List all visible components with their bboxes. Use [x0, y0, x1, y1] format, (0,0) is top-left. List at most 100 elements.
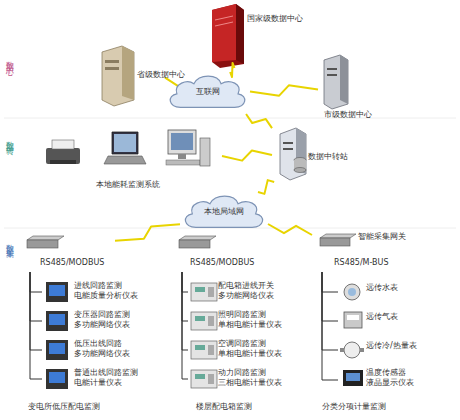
node-label: 照明回路监测 单相电能计量仪表: [218, 310, 302, 330]
bus-wire: [30, 272, 42, 350]
laptop-icon: [104, 132, 146, 164]
device-node: 变压器回路监测 多功能网络仪表: [42, 308, 168, 334]
device-node: RS485/MODBUS: [172, 234, 267, 272]
desktop-icon: [166, 130, 210, 166]
node-label: 空调回路监测 单相电能计量仪表: [218, 339, 302, 359]
bus-wire: [322, 272, 338, 321]
bus-wire: [182, 272, 188, 379]
device-node: 远传气表: [338, 308, 448, 334]
device-node: RS485/MODBUS: [20, 234, 115, 272]
bus-wire-line: [30, 272, 42, 321]
node-label: RS485/MODBUS: [40, 258, 112, 268]
bus-wire: [30, 272, 42, 292]
bus-wire-line: [182, 272, 188, 379]
node-label: RS485/MODBUS: [190, 258, 262, 268]
network-cloud: 互联网: [165, 72, 250, 114]
group-caption: 变电所低压配电监测: [28, 402, 100, 412]
device-node: 数据中转站: [272, 126, 367, 182]
group-caption: 楼层配电箱监测: [196, 402, 252, 412]
din-meter-icon: [191, 283, 217, 388]
bus-wire: [182, 272, 188, 292]
bus-wire-line: [182, 272, 188, 292]
bus-wire: [30, 272, 42, 379]
lightning-bolt: [250, 85, 318, 95]
node-label: 数据中转站: [308, 152, 366, 162]
tier-divider: [4, 118, 456, 119]
bus-wire-line: [182, 272, 188, 350]
node-label: 动力回路监测 三相电能计量仪表: [218, 368, 302, 388]
lightning-bolt: [115, 224, 180, 241]
node-label: 本地能耗监测系统: [96, 180, 196, 190]
bus-wire: [30, 272, 42, 321]
node-label: 配电箱进线开关 多功能网络仪表: [218, 281, 302, 301]
device-node: 进线回路监测 电能质量分析仪表: [42, 279, 168, 305]
device-node: 国家级数据中心: [205, 2, 335, 68]
printer-icon: [46, 140, 80, 164]
switch-icon: [179, 236, 216, 248]
node-label: 远传水表: [366, 283, 444, 293]
device-node: 普通出线回路监测 电能计量仪表: [42, 366, 168, 392]
bus-wire-line: [322, 272, 338, 350]
switch-icon: [320, 234, 356, 246]
device-node: 低压出线回路 多功能网络仪表: [42, 337, 168, 363]
node-label: 变压器回路监测 多功能网络仪表: [74, 310, 166, 330]
device-node: 配电箱进线开关 多功能网络仪表: [188, 279, 306, 305]
bus-wire-line: [182, 272, 188, 321]
device-node: 照明回路监测 单相电能计量仪表: [188, 308, 306, 334]
panel-meter-icon: [46, 282, 68, 389]
bus-wire-line: [30, 272, 42, 350]
bus-wire: [322, 272, 338, 350]
wireless-link: [268, 224, 312, 235]
wireless-link: [258, 180, 274, 194]
bus-wire: [322, 272, 338, 292]
device-node: 本地能耗监测系统: [40, 122, 222, 194]
switch-icon: [27, 236, 64, 248]
server-icon: [102, 46, 134, 106]
server-icon: [280, 128, 306, 180]
node-label: 进线回路监测 电能质量分析仪表: [74, 281, 166, 301]
bus-wire-line: [30, 272, 42, 292]
device-node: 智能采集网关 RS485/M-BUS: [312, 230, 440, 272]
bus-wire-line: [322, 272, 338, 321]
bus-wire: [322, 272, 338, 380]
tier-label: 数据采集: [4, 238, 14, 246]
wireless-link: [246, 114, 272, 128]
server-icon: [324, 55, 348, 109]
bus-wire: [182, 272, 188, 321]
device-node: 市级数据中心: [318, 52, 403, 124]
device-node: 远传水表: [338, 279, 448, 305]
node-label: 远传冷/热量表: [366, 341, 444, 351]
server-icon: [212, 4, 244, 68]
node-label: 国家级数据中心: [247, 14, 335, 24]
wireless-link: [230, 63, 234, 77]
lightning-bolt: [258, 180, 274, 194]
device-node: 温度传感器 液晶显示仪表: [338, 366, 448, 394]
node-label: 低压出线回路 多功能网络仪表: [74, 339, 166, 359]
node-label: 智能采集网关: [358, 232, 438, 242]
wireless-link: [222, 150, 272, 160]
lightning-bolt: [222, 150, 272, 160]
group-caption: 分类分项计量监测: [322, 402, 386, 412]
tier-label: 数据中转: [4, 135, 14, 143]
node-label: 本地局域网: [180, 207, 268, 217]
network-cloud: 本地局域网: [180, 192, 268, 234]
lightning-bolt: [246, 114, 272, 128]
utility-meter-icon: [340, 284, 364, 386]
bus-wire-line: [322, 272, 338, 380]
node-label: 远传气表: [366, 312, 444, 322]
node-label: 互联网: [165, 87, 250, 97]
device-node: 远传冷/热量表: [338, 337, 448, 363]
device-node: 动力回路监测 三相电能计量仪表: [188, 366, 306, 392]
node-label: 温度传感器 液晶显示仪表: [366, 368, 436, 388]
bus-wire-line: [30, 272, 42, 379]
device-node: 空调回路监测 单相电能计量仪表: [188, 337, 306, 363]
node-label: RS485/M-BUS: [334, 258, 406, 268]
tier-label: 数据中心: [4, 55, 14, 63]
bus-wire: [182, 272, 188, 350]
wireless-link: [250, 85, 318, 95]
node-label: 市级数据中心: [324, 110, 402, 120]
wireless-link: [115, 224, 180, 241]
bus-wire-line: [322, 272, 338, 292]
